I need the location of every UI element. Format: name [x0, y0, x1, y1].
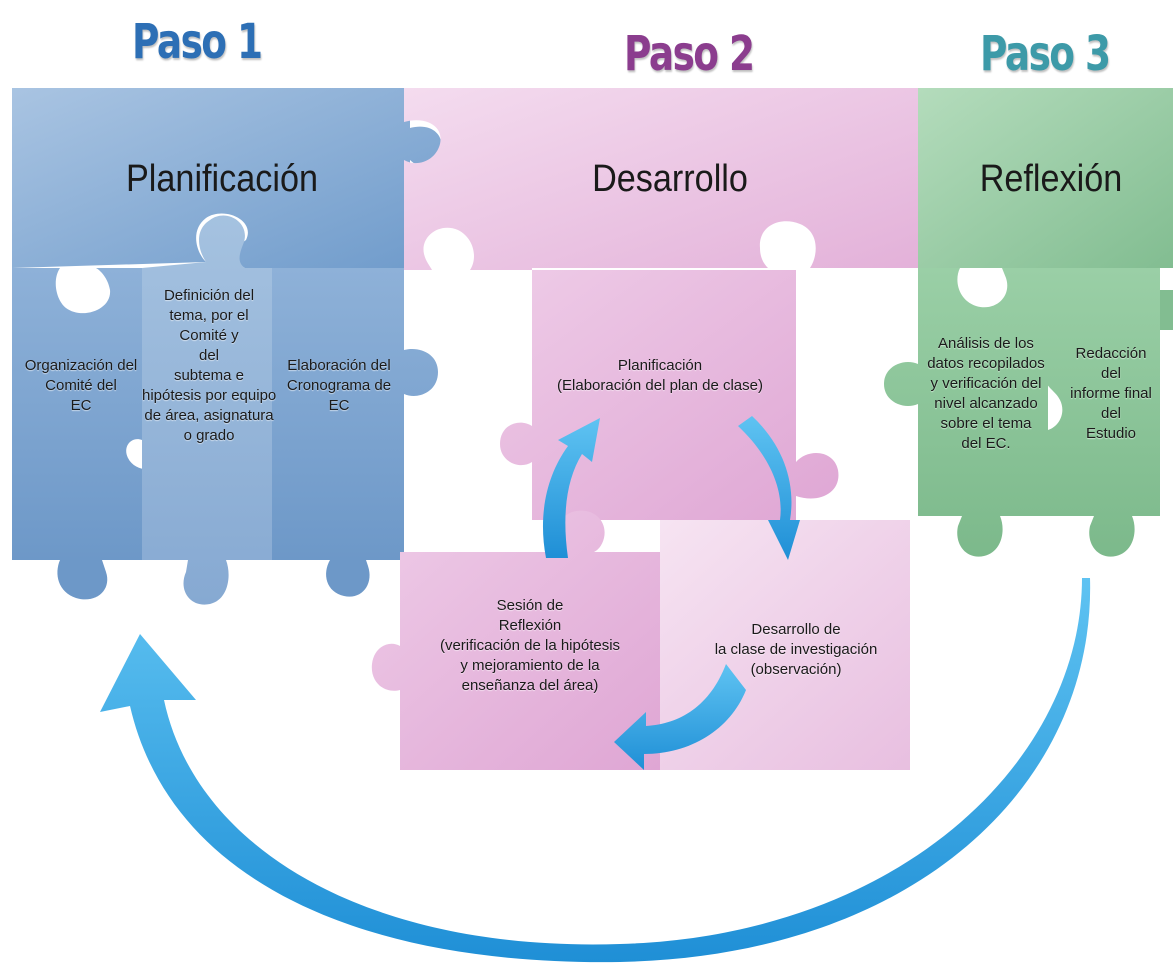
step1-header-piece [12, 88, 442, 268]
cycle-arrows [100, 416, 1091, 963]
arrow-to-planning [542, 418, 600, 558]
step2-planning-piece [500, 270, 839, 520]
step3-analysis-piece [884, 268, 1048, 557]
step3-header-piece [918, 88, 1173, 268]
step1-organization-piece [12, 268, 158, 560]
step3-report-piece [1045, 268, 1160, 557]
step1-topic-definition-text: Definición del tema, por el Comité y del… [142, 287, 277, 444]
step1-schedule-piece [272, 268, 438, 560]
step3-side-tab [1160, 290, 1173, 330]
step1-bottom-tab-left [57, 560, 108, 600]
phase-title-planning: Planificación [125, 158, 319, 200]
step2-planning-text: Planificación (Elaboración del plan de c… [557, 357, 763, 394]
step1-topic-piece [142, 215, 272, 605]
step2-heading: Paso 2 [624, 26, 755, 82]
step2-reflection-piece [371, 510, 660, 770]
step3-puzzle-group [884, 88, 1173, 557]
step3-heading: Paso 3 [980, 26, 1111, 82]
step1-organization-text: Organización del Comité del EC [24, 357, 138, 414]
step2-class-development-text: Desarrollo de la clase de investigación … [714, 621, 878, 678]
step1-bottom-tab-right [326, 560, 370, 597]
step2-header-piece [404, 88, 918, 270]
step3-analysis-text: Análisis de los datos recopilados y veri… [927, 335, 1045, 452]
phase-title-development: Desarrollo [592, 158, 748, 200]
step1-puzzle-group [12, 88, 442, 605]
phase-title-reflection: Reflexión [979, 158, 1123, 200]
step1-schedule-text: Elaboración del Cronograma de EC [286, 357, 392, 414]
step1-heading: Paso 1 [132, 14, 263, 70]
step2-reflection-session-text: Sesión de Reflexión (verificación de la … [439, 597, 621, 694]
arrow-to-class-development [738, 416, 800, 560]
step3-final-report-text: Redacción del informe final del Estudio [1070, 345, 1152, 442]
arrow-to-reflection [614, 664, 746, 770]
step2-puzzle-group [371, 88, 918, 770]
